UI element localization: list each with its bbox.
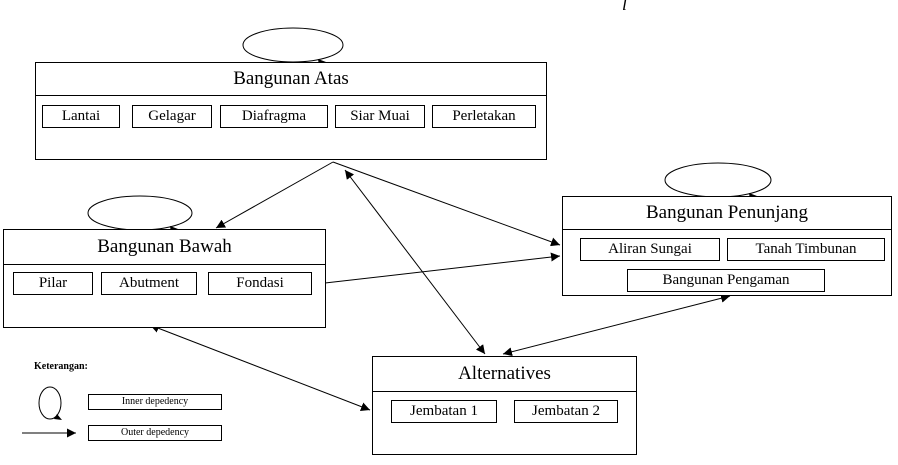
inner-loop-penunjang (664, 162, 772, 200)
node-jembatan-2: Jembatan 2 (514, 400, 618, 423)
arrow-penunjang-alternatives (502, 293, 731, 357)
inner-loop-bawah (87, 195, 193, 233)
arrow-bawah-to-penunjang (324, 252, 561, 284)
arrow-atas-alternatives (344, 169, 486, 355)
arrow-bawah-alternatives (149, 324, 371, 411)
cluster-title: Bangunan Penunjang (563, 197, 891, 230)
cluster-alternatives: Alternatives Jembatan 1 Jembatan 2 (372, 356, 637, 455)
top-mark: l (622, 0, 628, 14)
node-lantai: Lantai (42, 105, 120, 128)
cluster-title: Bangunan Atas (36, 63, 546, 96)
node-jembatan-1: Jembatan 1 (391, 400, 497, 423)
legend-title: Keterangan: (34, 361, 88, 372)
node-perletakan: Perletakan (432, 105, 536, 128)
node-pilar: Pilar (13, 272, 93, 295)
node-fondasi: Fondasi (208, 272, 312, 295)
arrow-atas-to-bawah (215, 161, 334, 229)
cluster-bangunan-atas: Bangunan Atas Lantai Gelagar Diafragma S… (35, 62, 547, 160)
arrow-atas-to-penunjang (332, 161, 561, 247)
cluster-title: Bangunan Bawah (4, 230, 325, 265)
cluster-bangunan-penunjang: Bangunan Penunjang Aliran Sungai Tanah T… (562, 196, 892, 296)
legend-loop-icon (38, 386, 62, 420)
node-abutment: Abutment (101, 272, 197, 295)
node-bangunan-pengaman: Bangunan Pengaman (627, 269, 825, 292)
node-aliran-sungai: Aliran Sungai (580, 238, 720, 261)
node-siar-muai: Siar Muai (335, 105, 425, 128)
cluster-title: Alternatives (373, 357, 636, 392)
node-tanah-timbunan: Tanah Timbunan (727, 238, 885, 261)
legend-inner-label: Inner depedency (88, 394, 222, 410)
node-gelagar: Gelagar (132, 105, 212, 128)
cluster-bangunan-bawah: Bangunan Bawah Pilar Abutment Fondasi (3, 229, 326, 328)
legend-outer-label: Outer depedency (88, 425, 222, 441)
inner-loop-atas (242, 27, 344, 66)
node-diafragma: Diafragma (220, 105, 328, 128)
